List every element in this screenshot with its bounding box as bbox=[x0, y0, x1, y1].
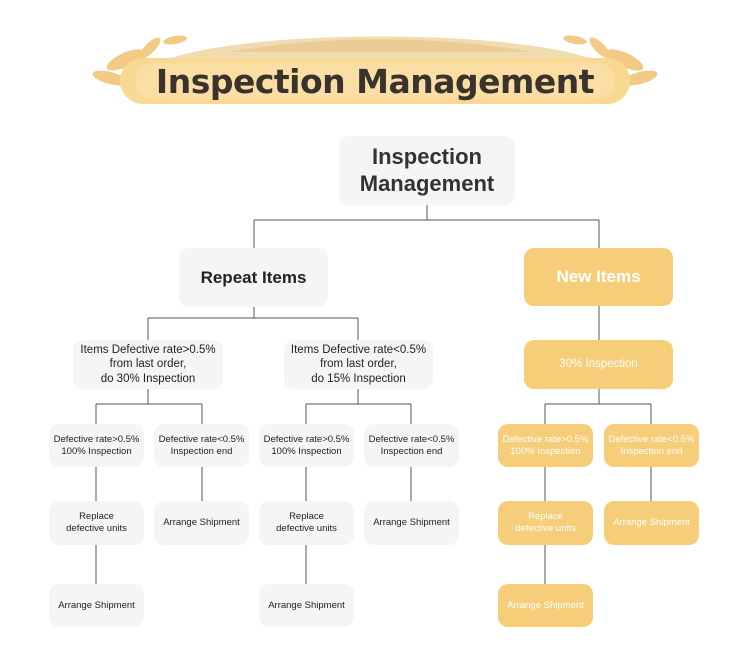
node-b-low-rate: Defective rate<0.5% Inspection end bbox=[364, 424, 459, 467]
node-a-high-rate: Defective rate>0.5% 100% Inspection bbox=[49, 424, 144, 467]
node-c-high-rate: Defective rate>0.5% 100% Inspection bbox=[498, 424, 593, 467]
node-c-replace: Replace defective units bbox=[498, 501, 593, 545]
leaf-ornament-right bbox=[563, 35, 658, 86]
node-b-shipment: Arrange Shipment bbox=[259, 584, 354, 627]
node-repeat-items: Repeat Items bbox=[179, 248, 328, 307]
node-repeat-high-rate: Items Defective rate>0.5% from last orde… bbox=[73, 340, 223, 389]
page-title: Inspection Management bbox=[155, 62, 595, 101]
node-a-low-shipment: Arrange Shipment bbox=[154, 501, 249, 545]
title-banner bbox=[92, 35, 658, 104]
node-c-shipment: Arrange Shipment bbox=[498, 584, 593, 627]
node-c-low-shipment: Arrange Shipment bbox=[604, 501, 699, 545]
node-b-low-shipment: Arrange Shipment bbox=[364, 501, 459, 545]
banner-decoration bbox=[92, 35, 658, 104]
leaf-ornament-left bbox=[92, 35, 187, 86]
node-new-30-inspection: 30% Inspection bbox=[524, 340, 673, 389]
node-new-items: New Items bbox=[524, 248, 673, 306]
node-a-replace: Replace defective units bbox=[49, 501, 144, 545]
node-b-high-rate: Defective rate>0.5% 100% Inspection bbox=[259, 424, 354, 467]
node-root: Inspection Management bbox=[339, 136, 515, 205]
node-b-replace: Replace defective units bbox=[259, 501, 354, 545]
node-a-low-rate: Defective rate<0.5% Inspection end bbox=[154, 424, 249, 467]
node-a-shipment: Arrange Shipment bbox=[49, 584, 144, 627]
node-c-low-rate: Defective rate<0.5% Inspection end bbox=[604, 424, 699, 467]
node-repeat-low-rate: Items Defective rate<0.5% from last orde… bbox=[284, 340, 433, 389]
